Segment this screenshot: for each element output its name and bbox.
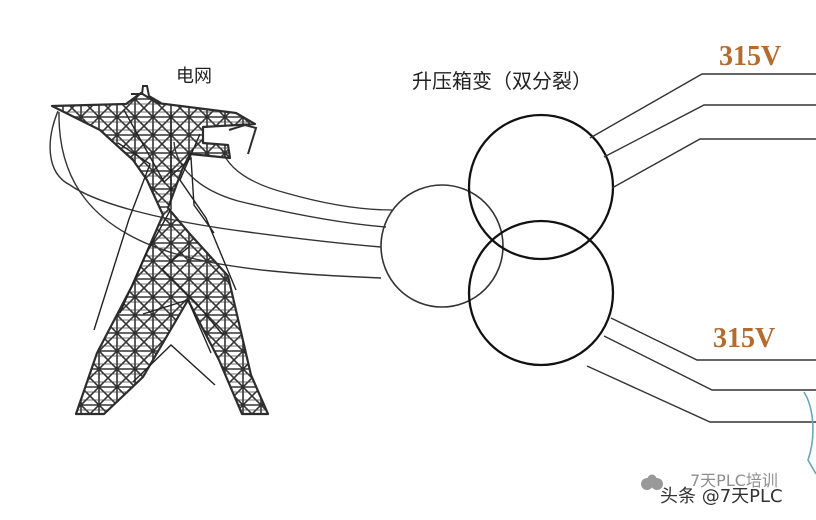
transmission-tower xyxy=(50,85,270,416)
secondary-lines-top xyxy=(589,73,816,189)
secondary-lines-bottom xyxy=(586,317,816,423)
bottom-right-edge-line xyxy=(803,391,816,475)
camera-icon xyxy=(641,474,663,490)
voltage-label-top: 315V xyxy=(719,41,781,72)
voltage-label-bottom: 315V xyxy=(713,323,775,354)
transformer-label: 升压箱变（双分裂） xyxy=(412,69,592,93)
watermark: 7天PLC培训 头条 @7天PLC xyxy=(641,471,783,507)
grid-label: 电网 xyxy=(176,66,212,87)
watermark-faint-text: 7天PLC培训 xyxy=(690,471,778,490)
watermark-main-text: 头条 @7天PLC xyxy=(660,486,783,507)
